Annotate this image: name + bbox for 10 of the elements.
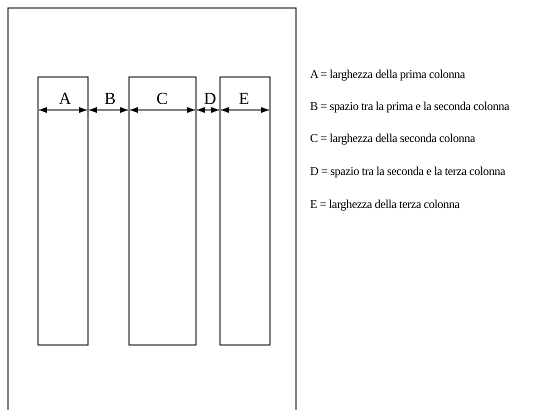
dimension-label: A [58,90,72,107]
definition-note: A = larghezza della prima colonna [310,68,465,80]
dimension-label: E [238,90,250,107]
definition-note: C = larghezza della seconda colonna [310,132,475,144]
dimension-label: C [156,90,168,107]
dimension-label: D [204,90,216,107]
definition-note: B = spazio tra la prima e la seconda colonna [310,100,510,112]
dimension-label: B [104,90,116,107]
definition-note: E = larghezza della terza colonna [310,198,460,210]
definition-note: D = spazio tra la seconda e la terza colonna [310,165,506,177]
